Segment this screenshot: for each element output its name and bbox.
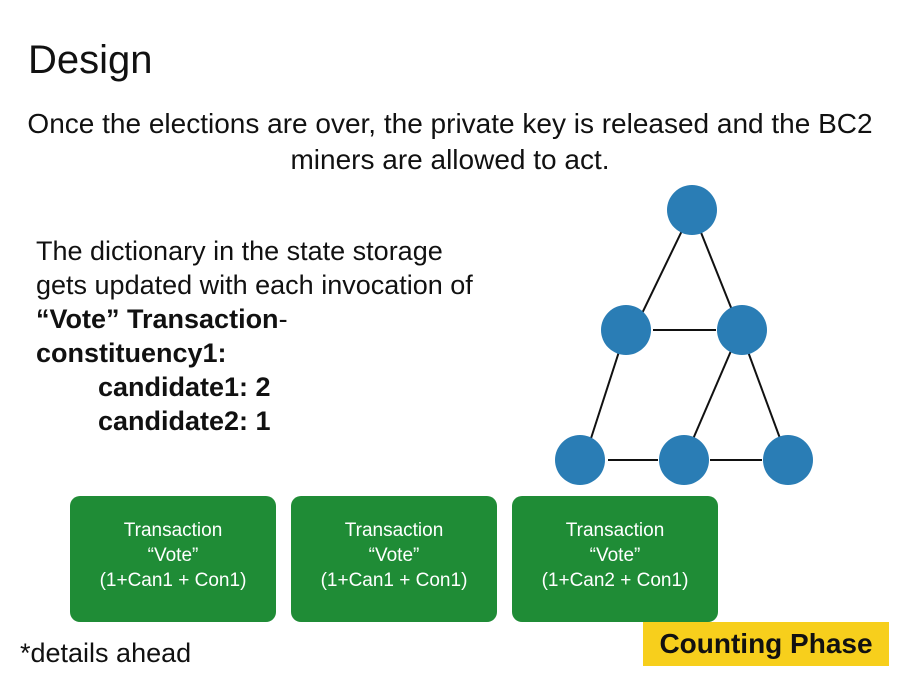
dictionary-description: The dictionary in the state storage gets… [36,234,556,438]
subtitle: Once the elections are over, the private… [0,106,900,178]
transaction-type: “Vote” [368,544,420,566]
network-node-bottom-left [555,435,605,485]
transaction-type: “Vote” [589,544,641,566]
counting-phase-badge: Counting Phase [643,622,889,666]
transaction-type: “Vote” [147,544,199,566]
subtitle-line-1: Once the elections are over, the private… [27,108,873,139]
slide-title: Design [28,38,153,82]
transaction-title: Transaction [565,519,665,541]
network-node-top [667,185,717,235]
footnote: *details ahead [20,638,192,668]
network-node-mid-right [717,305,767,355]
transaction-title: Transaction [344,519,444,541]
description-line-1: The dictionary in the state storage [36,236,443,266]
description-line-2: gets updated with each invocation of [36,270,473,300]
network-node-bottom-mid [659,435,709,485]
transaction-box: Transaction “Vote” (1+Can2 + Con1) [512,496,718,622]
candidate2-count: candidate2: 1 [98,406,271,436]
vote-transaction-label: “Vote” Transaction [36,304,279,334]
transaction-detail: (1+Can1 + Con1) [99,569,247,591]
miner-network-diagram [555,185,813,485]
network-node-bottom-right [763,435,813,485]
transaction-title: Transaction [123,519,223,541]
subtitle-line-2: miners are allowed to act. [290,144,610,175]
network-node-mid-left [601,305,651,355]
transaction-detail: (1+Can1 + Con1) [320,569,468,591]
candidate1-count: candidate1: 2 [98,372,271,402]
description-line-3: “Vote” Transaction- [36,302,556,336]
vote-transaction-dash: - [278,304,288,334]
transaction-box: Transaction “Vote” (1+Can1 + Con1) [70,496,276,622]
transaction-box: Transaction “Vote” (1+Can1 + Con1) [291,496,497,622]
transaction-detail: (1+Can2 + Con1) [541,569,689,591]
constituency-label: constituency1: [36,338,227,368]
